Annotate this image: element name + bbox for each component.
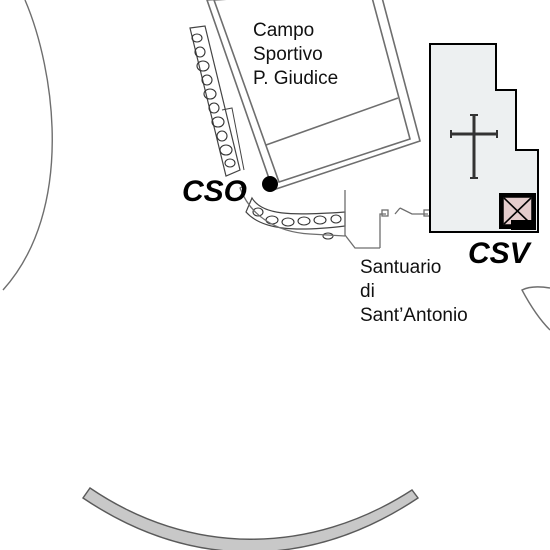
sports-field — [206, 0, 421, 192]
tower-marker-icon — [499, 193, 536, 230]
campo-label-line2: Sportivo — [253, 44, 323, 65]
station-code-csv[interactable]: CSV — [468, 237, 530, 270]
footpaths — [239, 184, 431, 249]
arc-bottom — [82, 487, 420, 550]
sanctuary-building — [429, 43, 539, 233]
campo-label-line1: Campo — [253, 20, 315, 41]
campo-label-line3: P. Giudice — [253, 68, 339, 89]
santuario-label-line1: Santuario — [360, 257, 442, 278]
station-dot-icon — [262, 176, 278, 192]
station-code-cso[interactable]: CSO — [182, 175, 248, 208]
stone-wall — [189, 25, 346, 240]
cross-icon — [450, 114, 498, 179]
road-curve-right — [521, 286, 550, 331]
santuario-label-line2: di — [360, 281, 375, 302]
road-curve-left — [2, 0, 53, 291]
santuario-label-line3: Sant’Antonio — [360, 305, 468, 326]
